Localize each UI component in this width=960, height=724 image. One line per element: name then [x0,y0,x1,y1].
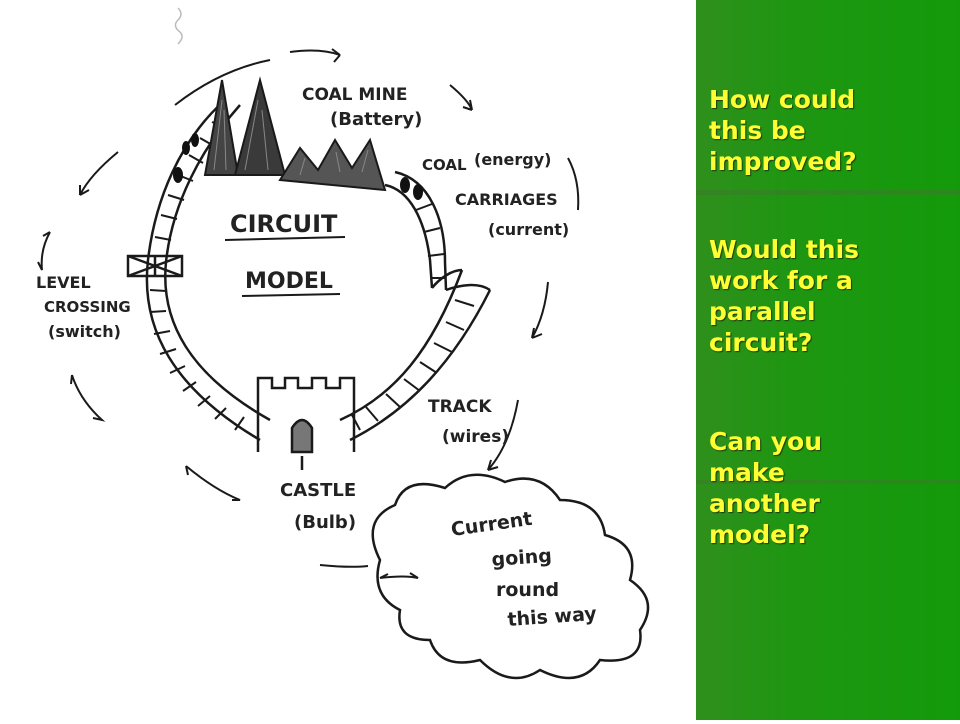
question-parallel: Would this work for a parallel circuit? [709,235,860,357]
label-coal-mine: COAL MINE [302,85,407,105]
label-track-sub: (wires) [442,427,509,447]
carriages-current [173,133,423,200]
cloud-text-line4: this way [507,603,598,631]
circuit-sketch: CIRCUIT MODEL COAL MINE (Battery) COAL (… [36,7,650,680]
label-level: LEVEL [36,273,91,292]
label-coal-mine-sub: (Battery) [330,109,422,130]
circuit-drawing: CIRCUIT MODEL COAL MINE (Battery) COAL (… [36,7,650,680]
label-coal: COAL [422,156,467,174]
track-ties [149,121,475,431]
label-carriages-sub: (current) [488,220,569,239]
cloud-text-line3: round [496,579,559,601]
label-crossing: CROSSING [44,298,131,316]
label-carriages: CARRIAGES [455,190,558,209]
track-bend [431,268,491,292]
label-castle: CASTLE [280,480,356,501]
label-coal-sub: (energy) [474,150,552,169]
label-crossing-sub: (switch) [48,322,121,341]
current-flow-arrows [37,48,580,579]
panel-stripe [696,190,960,195]
question-improve: How could this be improved? [709,85,857,176]
panel-stripe [696,480,960,484]
diagram-title-line1: CIRCUIT [230,210,338,238]
coal-mine-mountains [203,76,387,192]
speech-cloud [371,473,650,680]
track-wires [145,99,492,442]
paper-hole-marks [174,7,183,45]
cloud-text-line1: Current [450,508,534,541]
level-crossing-switch [126,254,184,278]
question-another-model: Can you make another model? [709,427,822,549]
mountain-hatching [213,99,369,176]
castle-bulb [256,376,356,470]
questions-panel: How could this be improved? Would this w… [696,0,960,720]
label-castle-sub: (Bulb) [294,512,356,533]
diagram-title-line2: MODEL [245,269,333,294]
cloud-text-line2: going [491,545,553,571]
label-track: TRACK [428,397,492,417]
